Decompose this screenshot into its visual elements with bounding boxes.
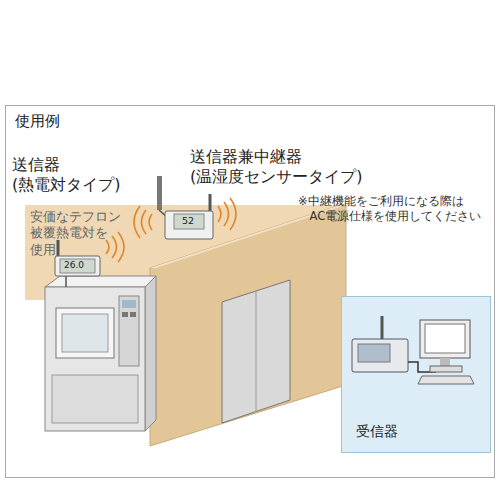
- chamber-base: [52, 375, 138, 423]
- receiver-label: 受信器: [356, 423, 398, 441]
- receiver-body: [352, 339, 408, 372]
- transmitter-body: [55, 256, 100, 276]
- keyboard: [418, 376, 474, 384]
- receiver-screen: [358, 344, 390, 362]
- sensor-probe: [157, 176, 162, 210]
- antenna: [57, 240, 60, 257]
- pc-monitor: [420, 320, 470, 358]
- radio-waves: [218, 198, 236, 230]
- display-reading: 52: [182, 215, 194, 226]
- thermocouple-wire: [65, 276, 67, 287]
- antenna: [209, 194, 212, 212]
- door: [222, 280, 290, 423]
- transmitter-display: [60, 259, 95, 273]
- receiver-panel: 受信器: [341, 296, 491, 453]
- chamber-side: [145, 276, 156, 431]
- chamber-window: [62, 314, 108, 352]
- repeater-label: 送信器兼中継器 (温湿度センサータイプ): [190, 147, 362, 187]
- partition-wall: [150, 205, 346, 446]
- radio-waves: [106, 232, 124, 262]
- door-seam: [256, 291, 257, 412]
- usb-cable: [408, 362, 436, 372]
- chamber-body: [45, 287, 145, 431]
- control-panel: [119, 296, 139, 366]
- chamber-window-frame: [56, 308, 114, 358]
- monitor-stand: [440, 358, 450, 366]
- antenna: [381, 316, 384, 340]
- radio-waves: [134, 206, 152, 238]
- display-reading: 26.0: [64, 260, 84, 271]
- repeater-display: [174, 214, 204, 229]
- pc-base: [430, 366, 462, 372]
- panel-button: [130, 312, 136, 317]
- transmitter-label: 送信器 (熱電対タイプ): [12, 155, 120, 195]
- chamber-top: [45, 276, 156, 287]
- panel-button: [122, 312, 128, 317]
- note-text: ※中継機能をご利用になる際は AC電源仕様を使用してください: [298, 194, 481, 224]
- panel-heading: 使用例: [15, 112, 60, 131]
- thermocouple-note: 安価なテフロン 被覆熱電対を 使用: [30, 209, 121, 258]
- repeater-body: [165, 211, 213, 239]
- pc-screen: [425, 324, 465, 353]
- panel-display: [122, 300, 136, 308]
